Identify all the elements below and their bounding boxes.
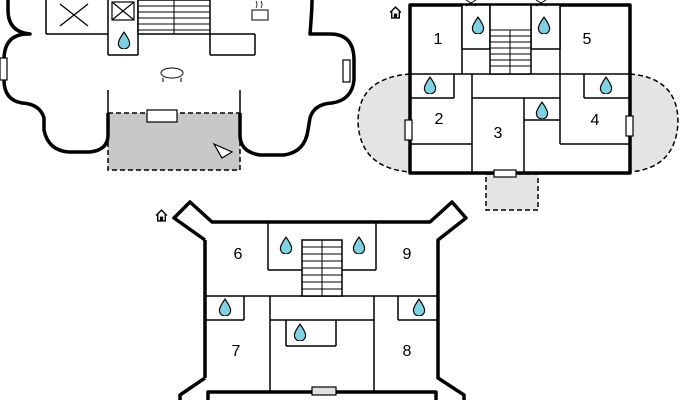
window xyxy=(146,109,178,123)
water-drop-icon xyxy=(218,298,232,316)
second-floor-plan: 6 7 8 9 xyxy=(155,200,468,400)
first-floor-stairs xyxy=(489,4,532,75)
water-drop-icon xyxy=(423,76,437,94)
room-number: 7 xyxy=(232,343,241,360)
water-drop-icon xyxy=(599,76,613,94)
water-drop-icon xyxy=(293,323,307,341)
second-floor-stairs xyxy=(301,239,343,297)
water-drop-icon xyxy=(279,236,293,254)
water-drop-icon xyxy=(352,236,366,254)
ground-floor-plan xyxy=(0,0,356,171)
room-number: 9 xyxy=(403,246,412,263)
sofa-icon xyxy=(160,67,184,82)
window xyxy=(311,386,337,396)
room-number: 5 xyxy=(583,31,592,48)
room-number: 2 xyxy=(435,111,444,128)
first-floor-plan: 1 2 3 4 5 xyxy=(357,0,679,211)
stove-icon xyxy=(251,0,269,21)
room-number: 3 xyxy=(494,125,503,142)
arrow-icon xyxy=(212,142,234,159)
second-floor-outer-wall xyxy=(172,200,468,400)
room-number: 1 xyxy=(434,31,443,48)
cross-icon xyxy=(59,3,89,27)
terrace-left xyxy=(357,73,411,173)
window xyxy=(0,57,8,81)
terrace-right xyxy=(629,73,679,173)
ground-floor-outer-wall xyxy=(2,0,356,157)
room-number: 8 xyxy=(403,343,412,360)
water-drop-icon xyxy=(412,298,426,316)
house-icon xyxy=(155,209,168,222)
ground-floor-stairs xyxy=(137,0,211,35)
room-number: 4 xyxy=(591,112,600,129)
water-drop-icon xyxy=(535,101,549,119)
water-drop-icon xyxy=(117,31,131,49)
balcony xyxy=(485,173,539,211)
house-icon xyxy=(389,6,402,19)
room-number: 6 xyxy=(234,246,243,263)
window xyxy=(342,59,351,83)
cross-icon xyxy=(111,1,135,21)
window xyxy=(404,119,413,141)
cross-icon xyxy=(465,0,547,7)
window xyxy=(625,115,634,137)
window xyxy=(493,169,517,178)
